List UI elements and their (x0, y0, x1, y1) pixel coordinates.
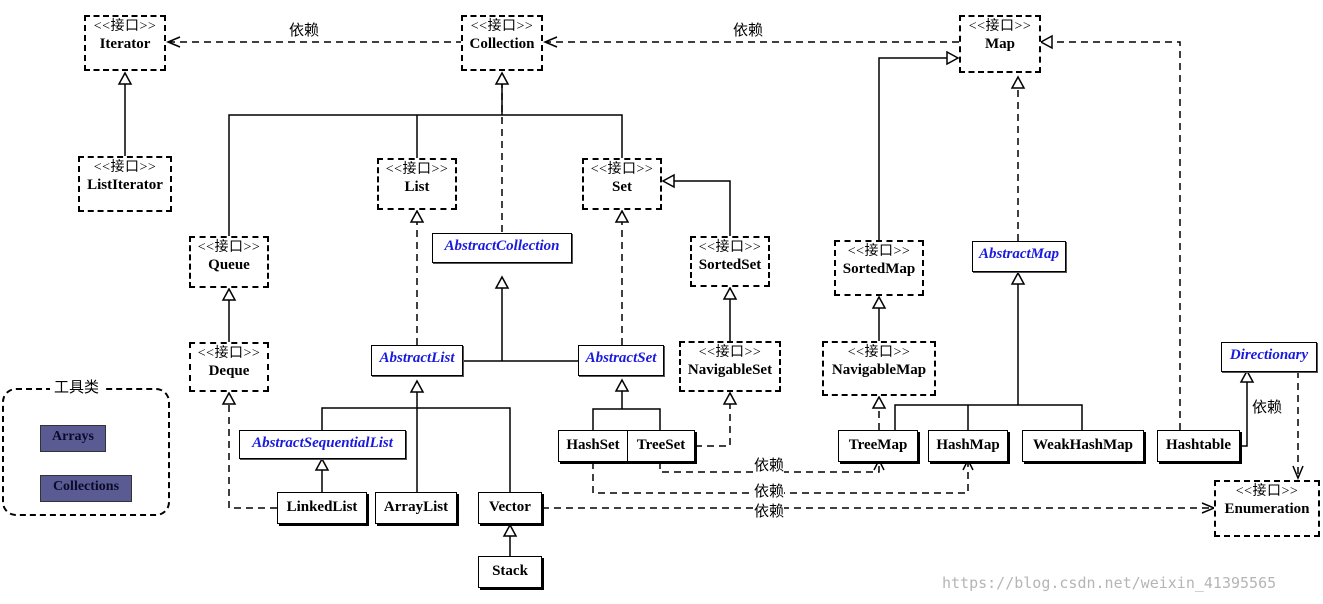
list-iterator-interface[interactable]: <<接口>> ListIterator (78, 156, 172, 212)
stereotype-label: <<接口>> (93, 19, 157, 34)
class-name: Queue (208, 257, 250, 273)
class-name: Collections (52, 479, 120, 494)
stereotype-label: <<接口>> (590, 162, 654, 177)
queue-interface[interactable]: <<接口>> Queue (189, 236, 269, 288)
arrays-class[interactable]: Arrays (40, 425, 106, 452)
vector-class[interactable]: Vector (478, 492, 542, 524)
class-name: List (404, 179, 430, 195)
dictionary-class[interactable]: Directionary (1221, 342, 1317, 372)
depends-label: 依赖 (754, 456, 785, 474)
stereotype-label: <<接口>> (847, 345, 911, 360)
navigable-set-interface[interactable]: <<接口>> NavigableSet (679, 341, 781, 392)
array-list-class[interactable]: ArrayList (375, 492, 457, 524)
class-name: AbstractCollection (444, 238, 560, 254)
class-name: ListIterator (87, 177, 163, 193)
watermark: https://blog.csdn.net/weixin_41395565 (942, 574, 1277, 592)
set-interface[interactable]: <<接口>> Set (582, 158, 662, 210)
collection-interface[interactable]: <<接口>> Collection (461, 15, 543, 71)
class-name: TreeMap (848, 437, 908, 453)
stereotype-label: <<接口>> (385, 162, 449, 177)
class-name: Stack (492, 563, 528, 579)
class-name: TreeSet (636, 437, 686, 453)
tree-set-class[interactable]: TreeSet (627, 430, 695, 462)
class-name: Enumeration (1224, 501, 1310, 517)
class-name: HashMap (936, 437, 1000, 453)
class-name: Iterator (99, 36, 151, 52)
hashtable-class[interactable]: Hashtable (1157, 430, 1240, 462)
stereotype-label: <<接口>> (698, 345, 762, 360)
stereotype-label: <<接口>> (698, 240, 762, 255)
hash-map-class[interactable]: HashMap (928, 430, 1008, 462)
class-name: Arrays (52, 429, 94, 444)
stereotype-label: <<接口>> (968, 19, 1032, 34)
class-name: HashSet (566, 437, 620, 453)
class-name: SortedSet (698, 257, 762, 273)
class-name: AbstractSequentialList (252, 435, 393, 451)
class-name: AbstractSet (585, 350, 657, 366)
abstract-map-class[interactable]: AbstractMap (972, 241, 1066, 272)
class-name: WeakHashMap (1032, 437, 1134, 453)
sorted-set-interface[interactable]: <<接口>> SortedSet (690, 236, 770, 287)
class-name: AbstractList (379, 350, 455, 366)
depends-label: 依赖 (754, 502, 785, 520)
class-name: Vector (489, 499, 531, 515)
depends-label: 依赖 (289, 21, 320, 39)
iterator-interface[interactable]: <<接口>> Iterator (84, 15, 166, 71)
depends-label: 依赖 (733, 21, 764, 39)
navigable-map-interface[interactable]: <<接口>> NavigableMap (822, 341, 936, 396)
depends-label: 依赖 (1252, 398, 1283, 416)
sorted-map-interface[interactable]: <<接口>> SortedMap (834, 240, 924, 296)
weak-hash-map-class[interactable]: WeakHashMap (1022, 430, 1144, 462)
abstract-sequential-list-class[interactable]: AbstractSequentialList (239, 430, 406, 459)
stereotype-label: <<接口>> (93, 160, 157, 175)
abstract-list-class[interactable]: AbstractList (371, 345, 463, 376)
depends-label: 依赖 (754, 482, 785, 500)
class-name: Hashtable (1165, 437, 1231, 453)
class-name: NavigableSet (687, 362, 773, 378)
stereotype-label: <<接口>> (197, 240, 261, 255)
enumeration-interface[interactable]: <<接口>> Enumeration (1214, 480, 1320, 537)
stereotype-label: <<接口>> (1235, 484, 1299, 499)
utility-classes-title: 工具类 (50, 378, 104, 396)
class-name: ArrayList (383, 499, 449, 515)
class-name: Collection (469, 36, 535, 52)
class-name: AbstractMap (978, 246, 1059, 262)
stereotype-label: <<接口>> (470, 19, 534, 34)
collections-class[interactable]: Collections (40, 475, 132, 502)
map-interface[interactable]: <<接口>> Map (959, 15, 1041, 73)
abstract-set-class[interactable]: AbstractSet (578, 345, 664, 376)
abstract-collection-class[interactable]: AbstractCollection (432, 233, 572, 263)
class-name: NavigableMap (831, 362, 927, 378)
class-name: Set (612, 179, 632, 195)
stereotype-label: <<接口>> (197, 346, 261, 361)
linked-list-class[interactable]: LinkedList (277, 492, 367, 524)
stereotype-label: <<接口>> (847, 244, 911, 259)
class-name: LinkedList (286, 499, 358, 515)
list-interface[interactable]: <<接口>> List (377, 158, 457, 210)
class-name: Directionary (1229, 347, 1309, 363)
tree-map-class[interactable]: TreeMap (838, 430, 918, 462)
stack-class[interactable]: Stack (478, 556, 542, 588)
hash-set-class[interactable]: HashSet (558, 430, 628, 462)
class-name: Deque (208, 363, 250, 379)
class-name: SortedMap (842, 261, 916, 277)
deque-interface[interactable]: <<接口>> Deque (189, 342, 269, 392)
class-name: Map (985, 36, 1015, 52)
